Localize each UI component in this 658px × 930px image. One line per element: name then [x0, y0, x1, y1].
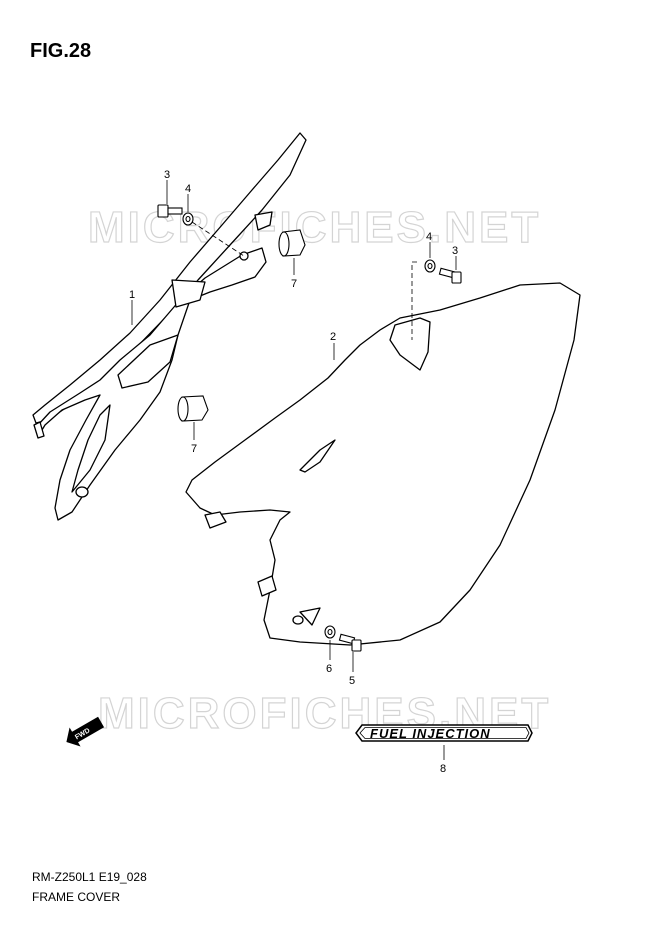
- right-frame-cover[interactable]: [185, 282, 581, 646]
- callout-7-lower: 7: [191, 443, 197, 455]
- grommet-7-upper[interactable]: [278, 229, 306, 257]
- bolt-3-upper[interactable]: [157, 204, 183, 218]
- callout-3-upper: 3: [164, 169, 170, 181]
- callout-2: 2: [330, 331, 336, 343]
- callout-4-right: 4: [426, 231, 432, 243]
- model-code: RM-Z250L1 E19_028: [32, 870, 147, 884]
- leader-lines: [131, 180, 457, 760]
- washer-4-upper[interactable]: [182, 212, 194, 226]
- callout-7-upper: 7: [291, 278, 297, 290]
- callout-1: 1: [129, 289, 135, 301]
- washer-6[interactable]: [324, 625, 336, 639]
- callout-4-upper: 4: [185, 183, 191, 195]
- callout-8: 8: [440, 763, 446, 775]
- left-frame-cover[interactable]: [32, 132, 307, 521]
- bolt-3-right[interactable]: [438, 267, 462, 284]
- figure-title: FIG.28: [30, 40, 92, 62]
- fuel-injection-emblem[interactable]: FUEL INJECTION: [355, 724, 533, 742]
- callout-3-right: 3: [452, 245, 458, 257]
- figure-caption: FRAME COVER: [32, 890, 121, 904]
- grommet-7-lower[interactable]: [177, 395, 209, 422]
- bolt-5[interactable]: [338, 633, 362, 652]
- watermark-top: MICROFICHES.NET: [88, 203, 541, 252]
- callout-5: 5: [349, 675, 355, 687]
- callout-6: 6: [326, 663, 332, 675]
- emblem-text: FUEL INJECTION: [370, 726, 491, 741]
- washer-4-right[interactable]: [424, 259, 436, 273]
